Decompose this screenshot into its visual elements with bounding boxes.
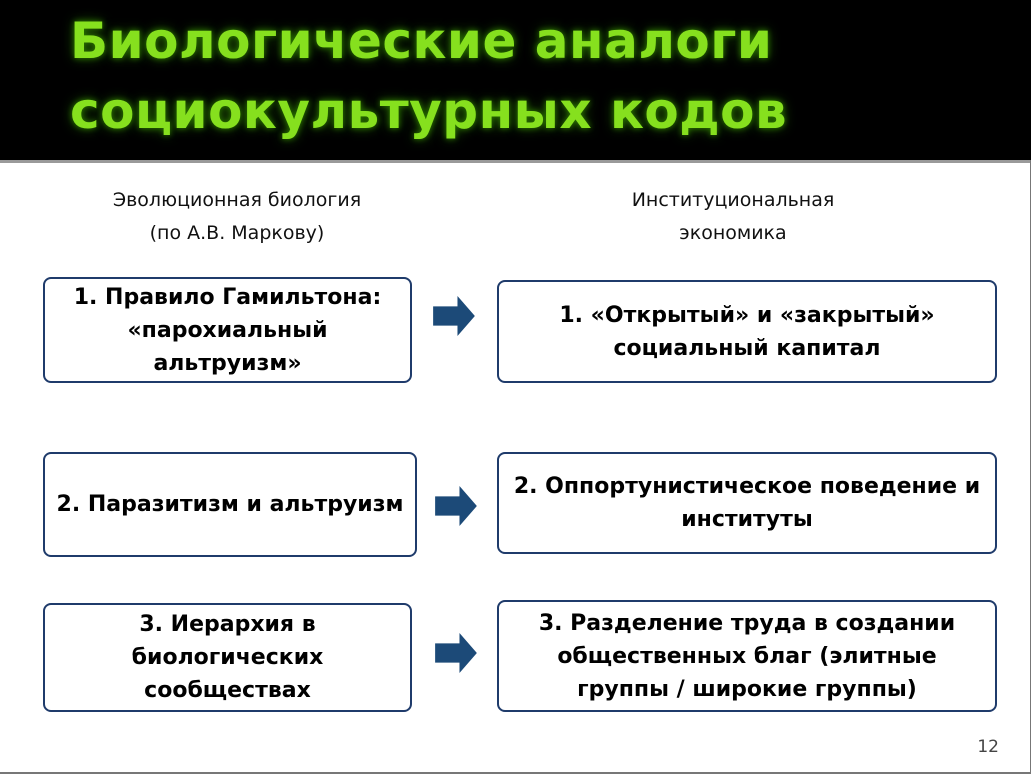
heading-line: Институциональная: [631, 189, 835, 211]
title-line-2: социокультурных кодов: [70, 82, 788, 140]
heading-line: Эволюционная биология: [112, 189, 362, 211]
box-text: «парохиальный: [127, 317, 328, 343]
box-text: социальный капитал: [613, 335, 881, 361]
box-text: 1. «Открытый» и «закрытый»: [559, 302, 935, 328]
box-text: альтруизм»: [153, 350, 302, 376]
left-box-2: 2. Паразитизм и альтруизм: [43, 452, 417, 557]
box-text: общественных благ (элитные: [557, 643, 937, 669]
box-text: 3. Разделение труда в создании: [538, 610, 956, 636]
box-text: группы / широкие группы): [577, 676, 917, 702]
box-text: 1. Правило Гамильтона:: [73, 284, 382, 310]
slide-header: Биологические аналоги социокультурных ко…: [0, 0, 1031, 163]
box-text: институты: [681, 507, 813, 532]
left-box-3: 3. Иерархия в биологических сообществах: [43, 603, 412, 712]
arrow-right-icon: [435, 486, 477, 526]
box-text: 3. Иерархия в: [139, 612, 316, 637]
left-box-1: 1. Правило Гамильтона: «парохиальный альтр…: [43, 277, 412, 383]
right-box-3: 3. Разделение труда в создании общественн…: [497, 600, 997, 712]
slide-title: Биологические аналоги социокультурных ко…: [70, 6, 787, 146]
right-box-1: 1. «Открытый» и «закрытый» социальный кап…: [497, 280, 997, 383]
right-column-heading: Институциональная экономика: [553, 184, 913, 250]
title-line-1: Биологические аналоги: [70, 12, 773, 70]
slide-border: [0, 772, 1031, 774]
arrow-right-icon: [433, 296, 475, 336]
left-column-heading: Эволюционная биология (по А.В. Маркову): [57, 184, 417, 250]
heading-line: (по А.В. Маркову): [149, 222, 325, 244]
box-text: 2. Паразитизм и альтруизм: [56, 492, 404, 517]
heading-line: экономика: [679, 222, 787, 244]
right-box-2: 2. Оппортунистическое поведение и институ…: [497, 452, 997, 554]
box-text: биологических: [131, 645, 324, 670]
page-number: 12: [977, 737, 999, 757]
box-text: сообществах: [144, 678, 311, 703]
arrow-right-icon: [435, 633, 477, 673]
box-text: 2. Оппортунистическое поведение и: [513, 474, 981, 499]
